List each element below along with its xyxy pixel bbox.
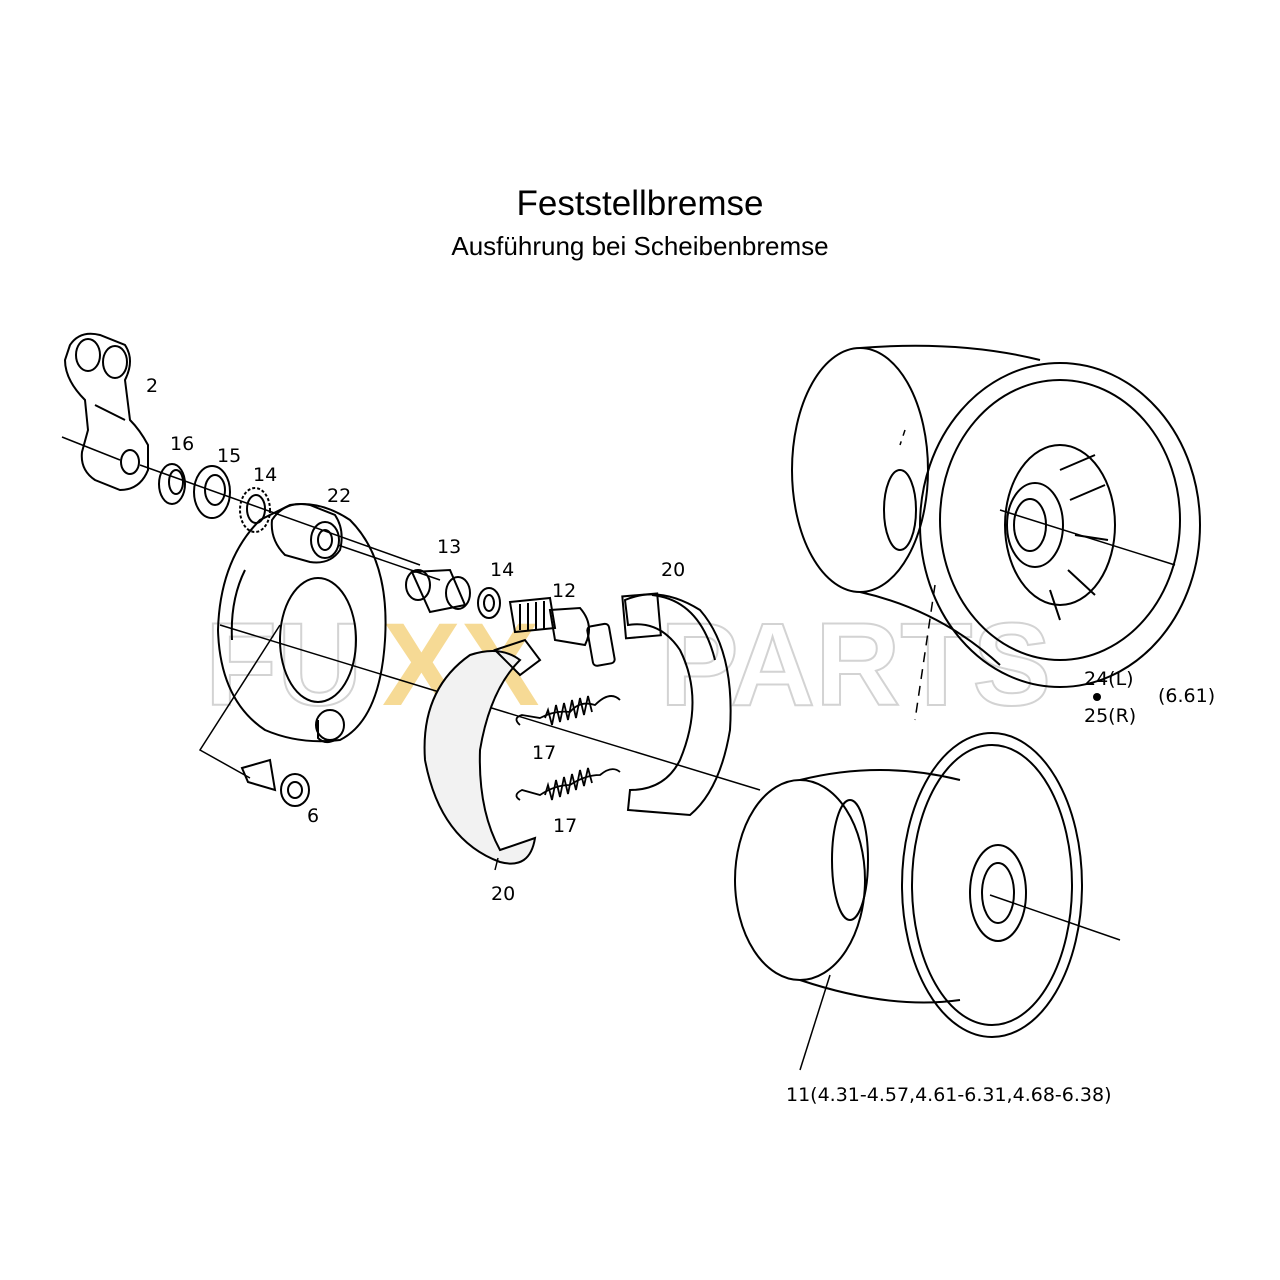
bushing-part-22: [270, 503, 343, 564]
callout-15: 15: [217, 445, 241, 467]
watermark-right: PARTS: [660, 599, 1051, 731]
callout-11: 11(4.31-4.57,4.61-6.31,4.68-6.38): [786, 1084, 1111, 1106]
return-spring-part-17-upper: [515, 695, 621, 726]
callout-12: 12: [552, 580, 576, 602]
brake-lever-part-2: [63, 332, 149, 492]
callout-16: 16: [170, 433, 194, 455]
pin-lower-anchor: [315, 709, 345, 744]
callout-labels: 2 16 15 14 22 13 14 12 20 17 17 20 6 24(…: [146, 375, 1215, 1106]
diagram-title: Feststellbremse: [516, 184, 764, 223]
return-spring-part-17-lower: [515, 767, 621, 801]
callout-20-upper: 20: [661, 559, 685, 581]
callout-25-right: 25(R): [1084, 705, 1136, 727]
callout-13: 13: [437, 536, 461, 558]
brake-shoe-part-20-upper: [621, 592, 732, 817]
anchor-plate: [216, 503, 387, 743]
washer-part-15: [193, 465, 231, 519]
sleeve-part-13: [405, 568, 471, 614]
callout-14-lower: 14: [490, 559, 514, 581]
brake-disc-part-24-25: [791, 344, 1201, 688]
circlip-part-16: [158, 463, 186, 505]
callout-17-upper: 17: [532, 742, 556, 764]
diagram-subtitle: Ausführung bei Scheibenbremse: [451, 231, 829, 261]
side-marker-dot: [1093, 693, 1101, 701]
callout-14-upper: 14: [253, 464, 277, 486]
callout-6-61: (6.61): [1158, 685, 1215, 707]
leader-lines: [494, 857, 831, 1071]
callout-24-left: 24(L): [1084, 668, 1134, 690]
seal-part-14-lower: [477, 587, 501, 619]
bolt-part-6: [240, 758, 310, 807]
callout-20-lower: 20: [491, 883, 515, 905]
callout-17-lower: 17: [553, 815, 577, 837]
callout-2: 2: [146, 375, 158, 397]
expander-shaft-part-12: [508, 596, 616, 667]
brake-shoe-part-20-lower: [423, 638, 542, 865]
assembly-axis-lines: [61, 429, 1176, 941]
callout-6: 6: [307, 805, 319, 827]
brake-drum-part-11: [734, 732, 1083, 1038]
callout-22: 22: [327, 485, 351, 507]
